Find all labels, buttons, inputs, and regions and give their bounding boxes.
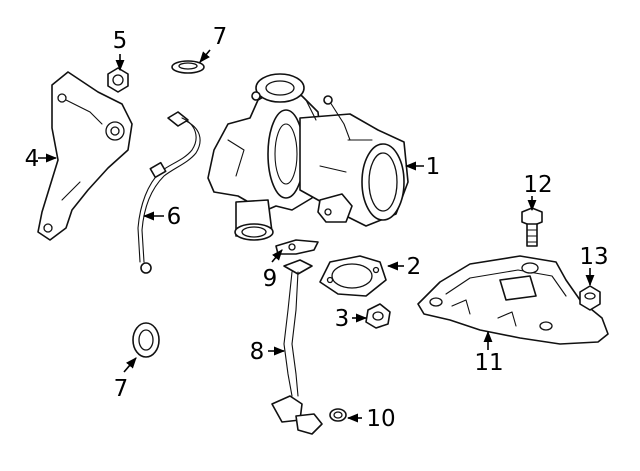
callout-9: 9 (263, 266, 278, 292)
callout-8: 8 (250, 339, 265, 365)
part-4-bracket (37, 71, 133, 241)
callout-11: 11 (474, 350, 503, 376)
callout-4: 4 (25, 146, 40, 172)
callout-6: 6 (167, 204, 182, 230)
part-13-nut (579, 285, 601, 311)
callout-5: 5 (113, 28, 128, 54)
part-12-bolt (521, 207, 543, 247)
part-11-heat-shield (417, 255, 609, 345)
part-5-nut (107, 67, 129, 93)
part-6-oil-feed-hose (137, 111, 201, 274)
part-7-washer-top (171, 60, 205, 74)
callout-2: 2 (407, 254, 422, 280)
part-9-gasket (275, 239, 319, 255)
part-2-gasket (319, 255, 387, 297)
leader-7-bottom (123, 357, 137, 373)
part-1-turbocharger (207, 73, 409, 241)
callout-12: 12 (523, 172, 552, 198)
part-3-nut (365, 303, 391, 329)
callout-labels: 5 7 4 6 1 9 2 3 8 7 10 11 12 13 (25, 24, 609, 432)
leader-lines (38, 49, 595, 423)
callout-7-bottom: 7 (114, 376, 129, 402)
callout-7-top: 7 (213, 24, 228, 50)
leader-9 (271, 249, 283, 263)
callout-10: 10 (366, 406, 395, 432)
leader-7-top (199, 49, 211, 63)
callout-1: 1 (426, 154, 441, 180)
callout-13: 13 (579, 244, 608, 270)
callout-3: 3 (335, 306, 350, 332)
part-8-oil-return-tube (271, 259, 323, 435)
part-7-washer-bottom (132, 322, 160, 358)
part-10-o-ring (329, 408, 347, 422)
